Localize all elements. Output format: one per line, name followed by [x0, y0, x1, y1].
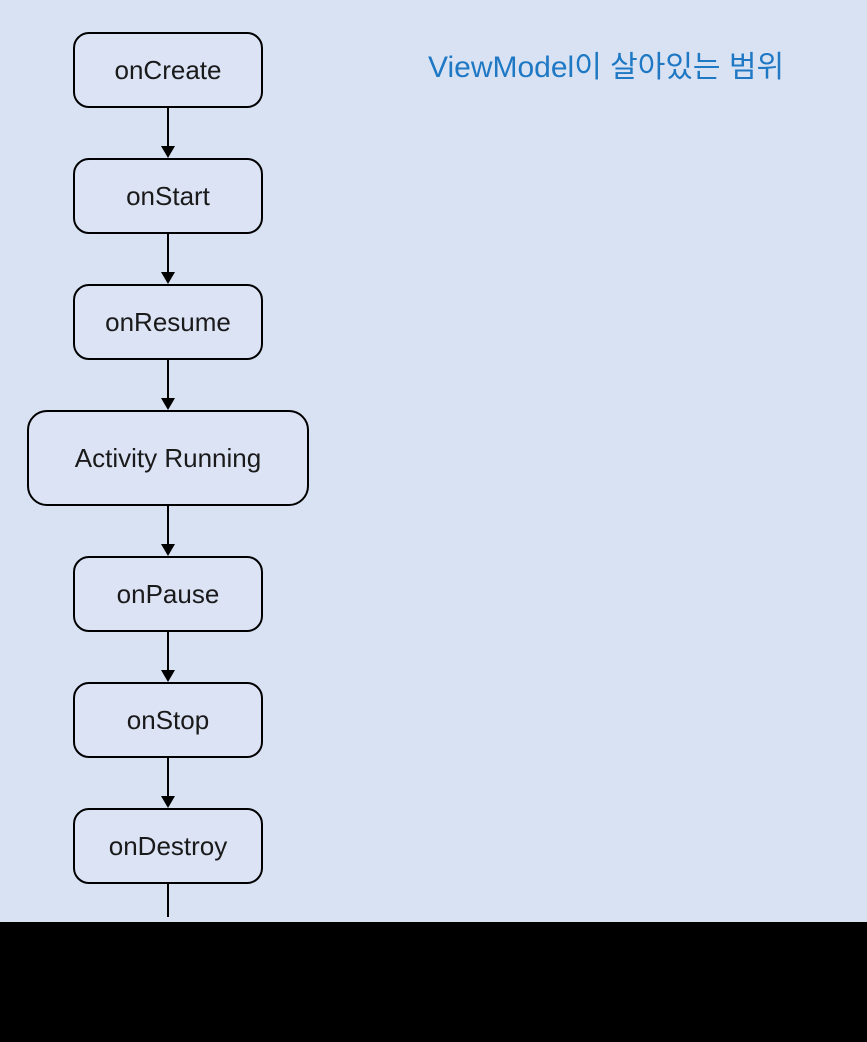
lifecycle-node-on-resume: onResume	[73, 284, 263, 360]
lifecycle-node-on-create: onCreate	[73, 32, 263, 108]
arrow-down-connector	[160, 506, 176, 556]
arrow-down-connector	[160, 360, 176, 410]
lifecycle-node-activity-running: Activity Running	[27, 410, 309, 506]
connector-line	[167, 506, 169, 545]
connector-line	[167, 758, 169, 797]
lifecycle-node-on-destroy: onDestroy	[73, 808, 263, 884]
arrowhead-icon	[161, 398, 175, 410]
arrowhead-icon	[161, 272, 175, 284]
lifecycle-node-on-pause: onPause	[73, 556, 263, 632]
arrow-down-connector	[160, 758, 176, 808]
connector-line	[167, 234, 169, 273]
arrow-down-connector	[160, 108, 176, 158]
arrow-down-connector	[160, 632, 176, 682]
arrowhead-icon	[161, 670, 175, 682]
arrow-down-connector	[160, 234, 176, 284]
arrowhead-icon	[161, 544, 175, 556]
bottom-black-bar	[0, 922, 867, 1042]
connector-line	[167, 632, 169, 671]
connector-line	[167, 108, 169, 147]
diagram-title: ViewModel이 살아있는 범위	[428, 51, 785, 84]
trailing-connector-line	[167, 884, 169, 917]
connector-line	[167, 360, 169, 399]
lifecycle-node-on-stop: onStop	[73, 682, 263, 758]
arrowhead-icon	[161, 796, 175, 808]
arrowhead-icon	[161, 146, 175, 158]
lifecycle-node-on-start: onStart	[73, 158, 263, 234]
